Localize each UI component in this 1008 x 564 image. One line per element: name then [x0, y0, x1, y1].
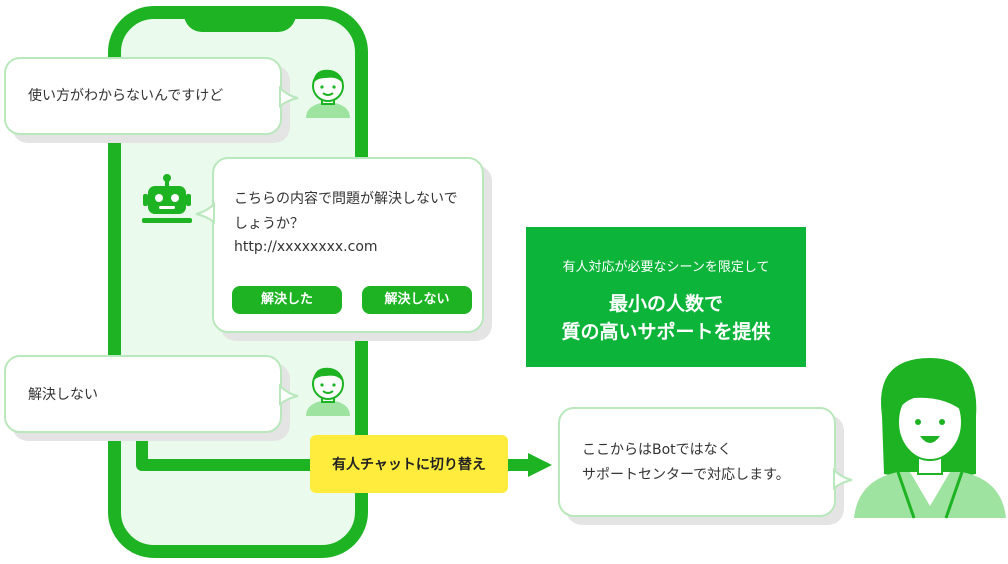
not-solved-button[interactable]: 解決しない — [362, 286, 472, 314]
arrow-head-icon — [528, 453, 552, 477]
user-message-bubble: 解決しない — [4, 355, 282, 433]
switch-label-text: 有人チャットに切り替え — [332, 457, 486, 473]
user-message-text: 使い方がわからないんですけど — [28, 88, 224, 104]
switch-to-human-label: 有人チャットに切り替え — [310, 435, 508, 493]
bot-avatar-icon — [142, 174, 192, 223]
bot-message-line-2: しょうか？ — [234, 216, 304, 232]
bot-link[interactable]: http://xxxxxxxx.com — [234, 239, 378, 255]
info-subtitle: 有人対応が必要なシーンを限定して — [562, 260, 770, 275]
bubble-tail — [833, 467, 853, 490]
user-message-bubble: 使い方がわからないんですけど — [4, 57, 282, 135]
user-message-text: 解決しない — [28, 387, 98, 403]
support-message-bubble: ここからはBotではなく サポートセンターで対応します。 — [558, 407, 836, 517]
user-avatar-icon — [306, 69, 350, 118]
info-title-line-1: 最小の人数で — [608, 293, 723, 315]
info-title-line-2: 質の高いサポートを提供 — [561, 321, 771, 343]
bot-message-line-1: こちらの内容で問題が解決しないで — [234, 191, 458, 207]
bot-message-bubble: こちらの内容で問題が解決しないで しょうか？ http://xxxxxxxx.c… — [212, 157, 484, 333]
phone-notch — [184, 6, 296, 32]
support-message-line-1: ここからはBotではなく — [582, 442, 732, 458]
bubble-tail — [279, 383, 299, 406]
bubble-tail — [279, 85, 299, 108]
support-message-line-2: サポートセンターで対応します。 — [582, 467, 790, 483]
info-box: 有人対応が必要なシーンを限定して 最小の人数で 質の高いサポートを提供 — [526, 227, 806, 367]
user-avatar-icon — [306, 367, 350, 416]
bubble-tail — [195, 201, 215, 224]
solved-button[interactable]: 解決した — [232, 286, 342, 314]
support-operator-icon — [854, 358, 1006, 519]
